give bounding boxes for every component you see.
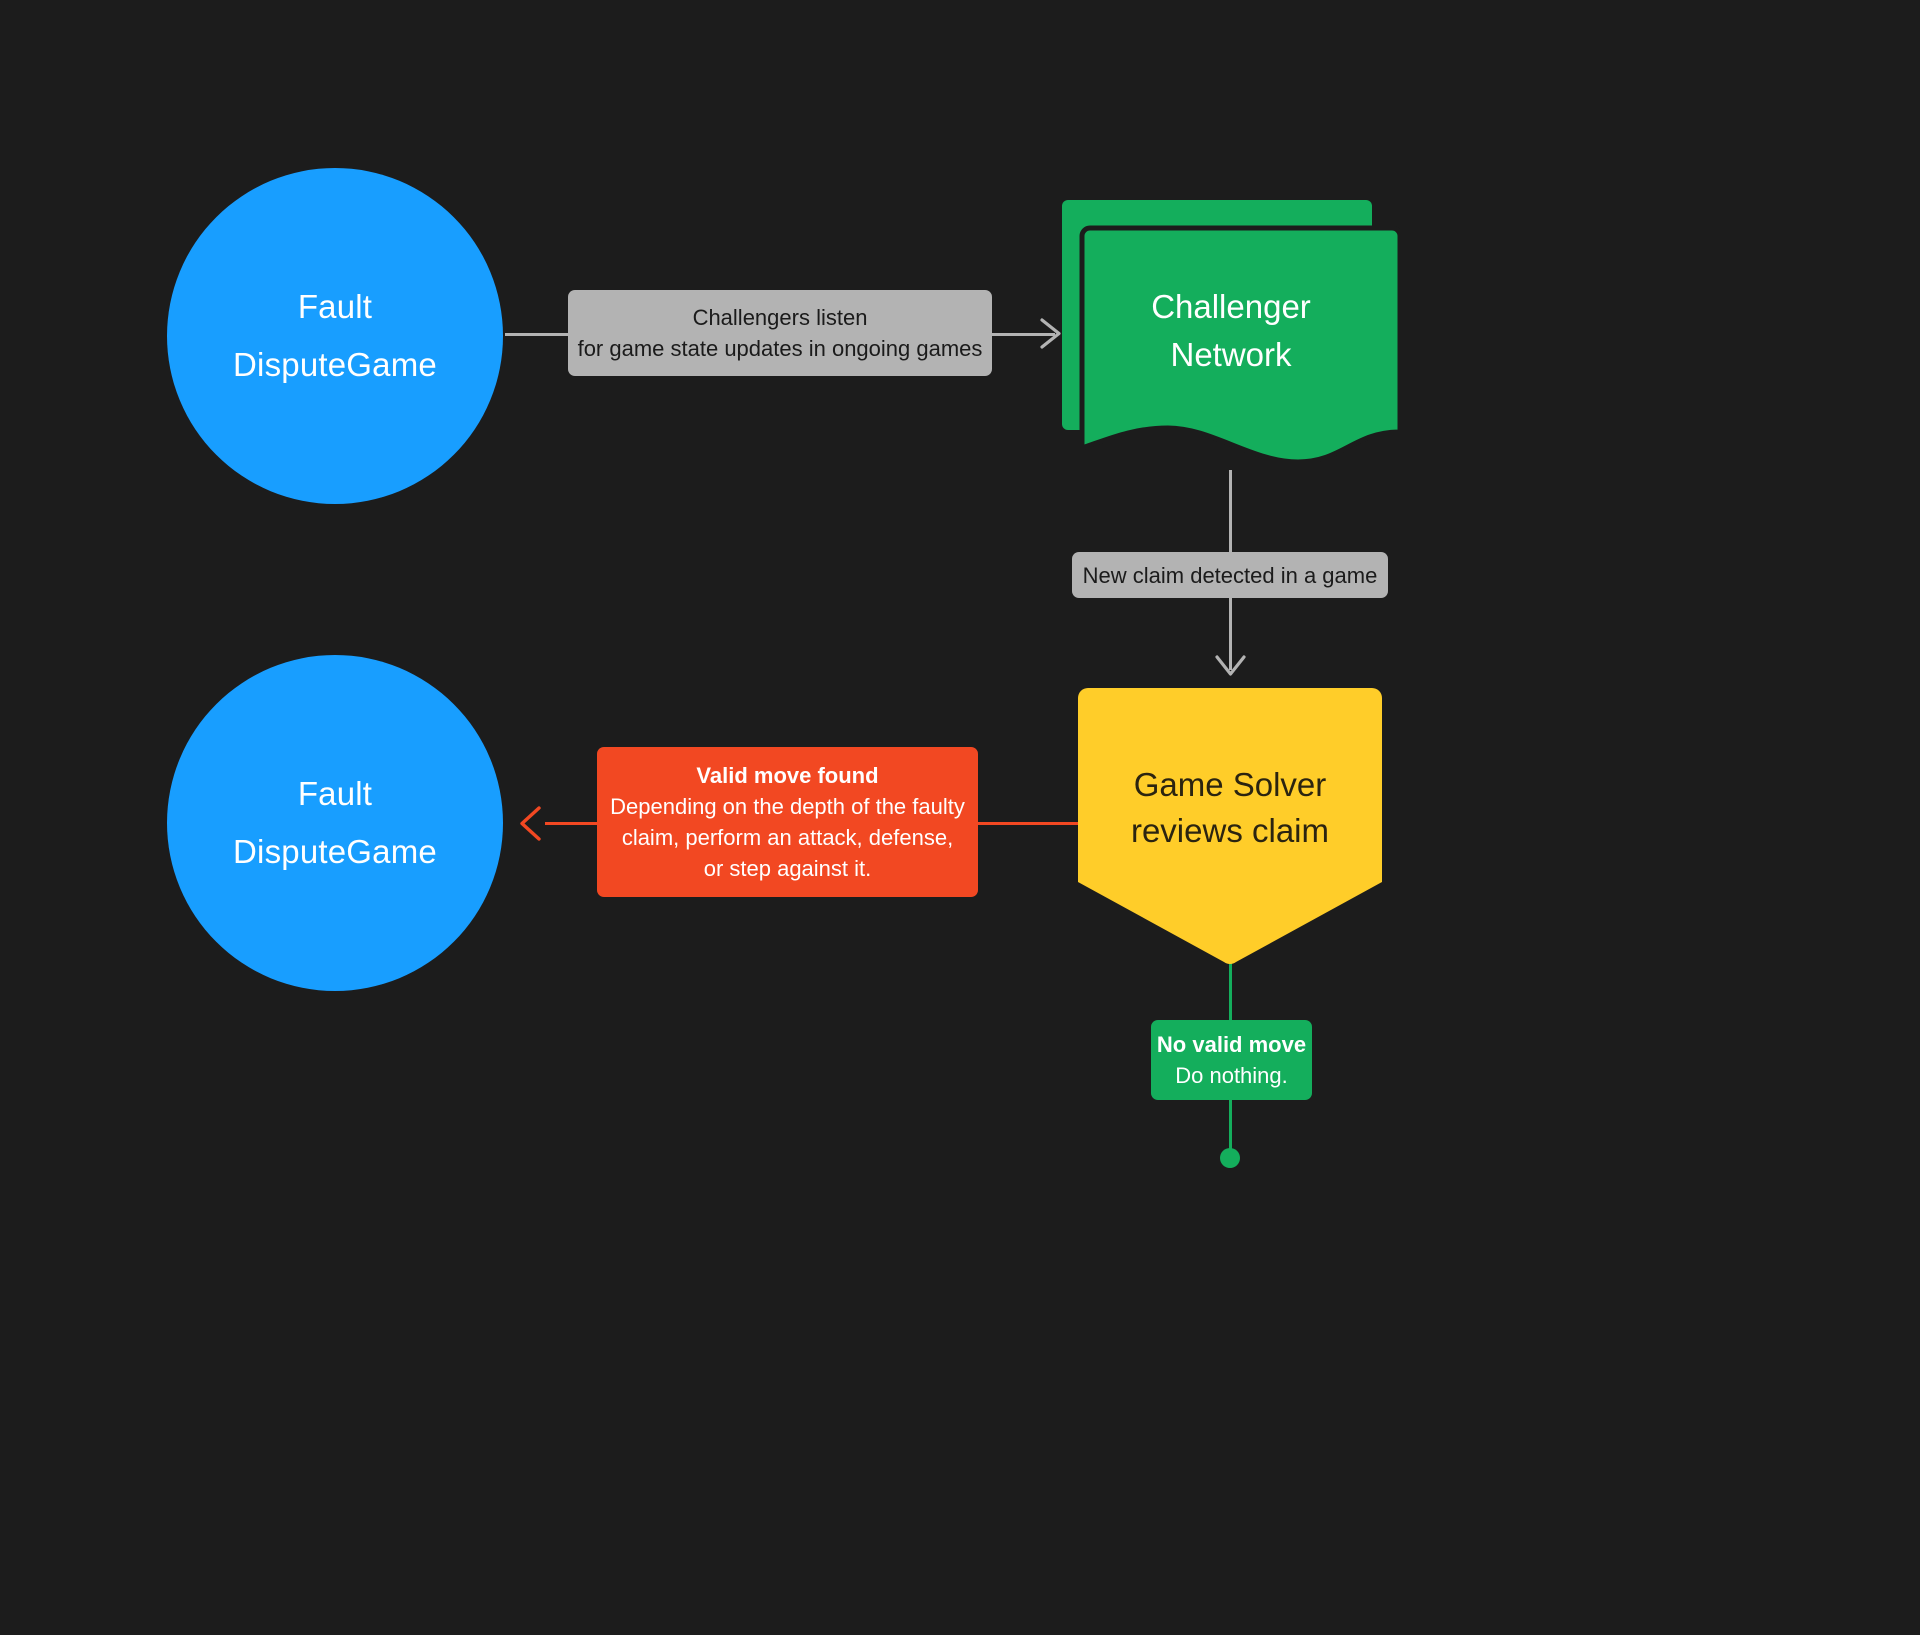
node-label-line-2: DisputeGame <box>233 346 437 383</box>
edge-label-challengers-listen: Challengers listen for game state update… <box>568 290 992 376</box>
edge-label-line-1: Challengers listen <box>692 305 868 330</box>
node-label-line-2: Network <box>1170 336 1292 373</box>
node-label-line-1: Fault <box>297 775 373 812</box>
node-label-line-1: Game Solver <box>1133 766 1327 803</box>
pentagon-shape <box>1078 688 1382 964</box>
edge-label-valid-move-found: Valid move found Depending on the depth … <box>597 747 978 897</box>
terminal-dot <box>1220 1148 1240 1168</box>
node-label-line-1: Fault <box>297 288 373 325</box>
edge-label-no-valid-move: No valid move Do nothing. <box>1151 1020 1312 1100</box>
edge-label-line-2: Depending on the depth of the faulty <box>610 794 965 819</box>
edge-label-line-1: No valid move <box>1156 1032 1307 1057</box>
edge-label-line-2: Do nothing. <box>1175 1063 1288 1088</box>
node-label-line-1: Challenger <box>1151 288 1311 325</box>
node-fault-dispute-game-top[interactable]: Fault DisputeGame <box>167 168 503 504</box>
node-label-line-2: reviews claim <box>1130 812 1330 849</box>
node-game-solver[interactable]: Game Solver reviews claim <box>1070 680 1390 965</box>
edge-label-line-1: New claim detected in a game <box>1082 562 1378 588</box>
node-fault-dispute-game-bottom[interactable]: Fault DisputeGame <box>167 655 503 991</box>
edge-label-line-4: or step against it. <box>703 856 872 881</box>
edge-label-line-3: claim, perform an attack, defense, <box>621 825 954 850</box>
document-front-sheet <box>1079 225 1400 465</box>
arrowhead-right-gray <box>1040 318 1061 349</box>
arrowhead-left-orange <box>520 806 541 841</box>
node-challenger-network[interactable]: Challenger Network <box>1062 200 1400 468</box>
edge-label-line-1: Valid move found <box>696 763 879 788</box>
node-label-line-2: DisputeGame <box>233 833 437 870</box>
edge-label-line-2: for game state updates in ongoing games <box>577 336 983 361</box>
edge-label-new-claim-detected: New claim detected in a game <box>1072 552 1388 598</box>
arrowhead-down-gray <box>1215 655 1246 676</box>
